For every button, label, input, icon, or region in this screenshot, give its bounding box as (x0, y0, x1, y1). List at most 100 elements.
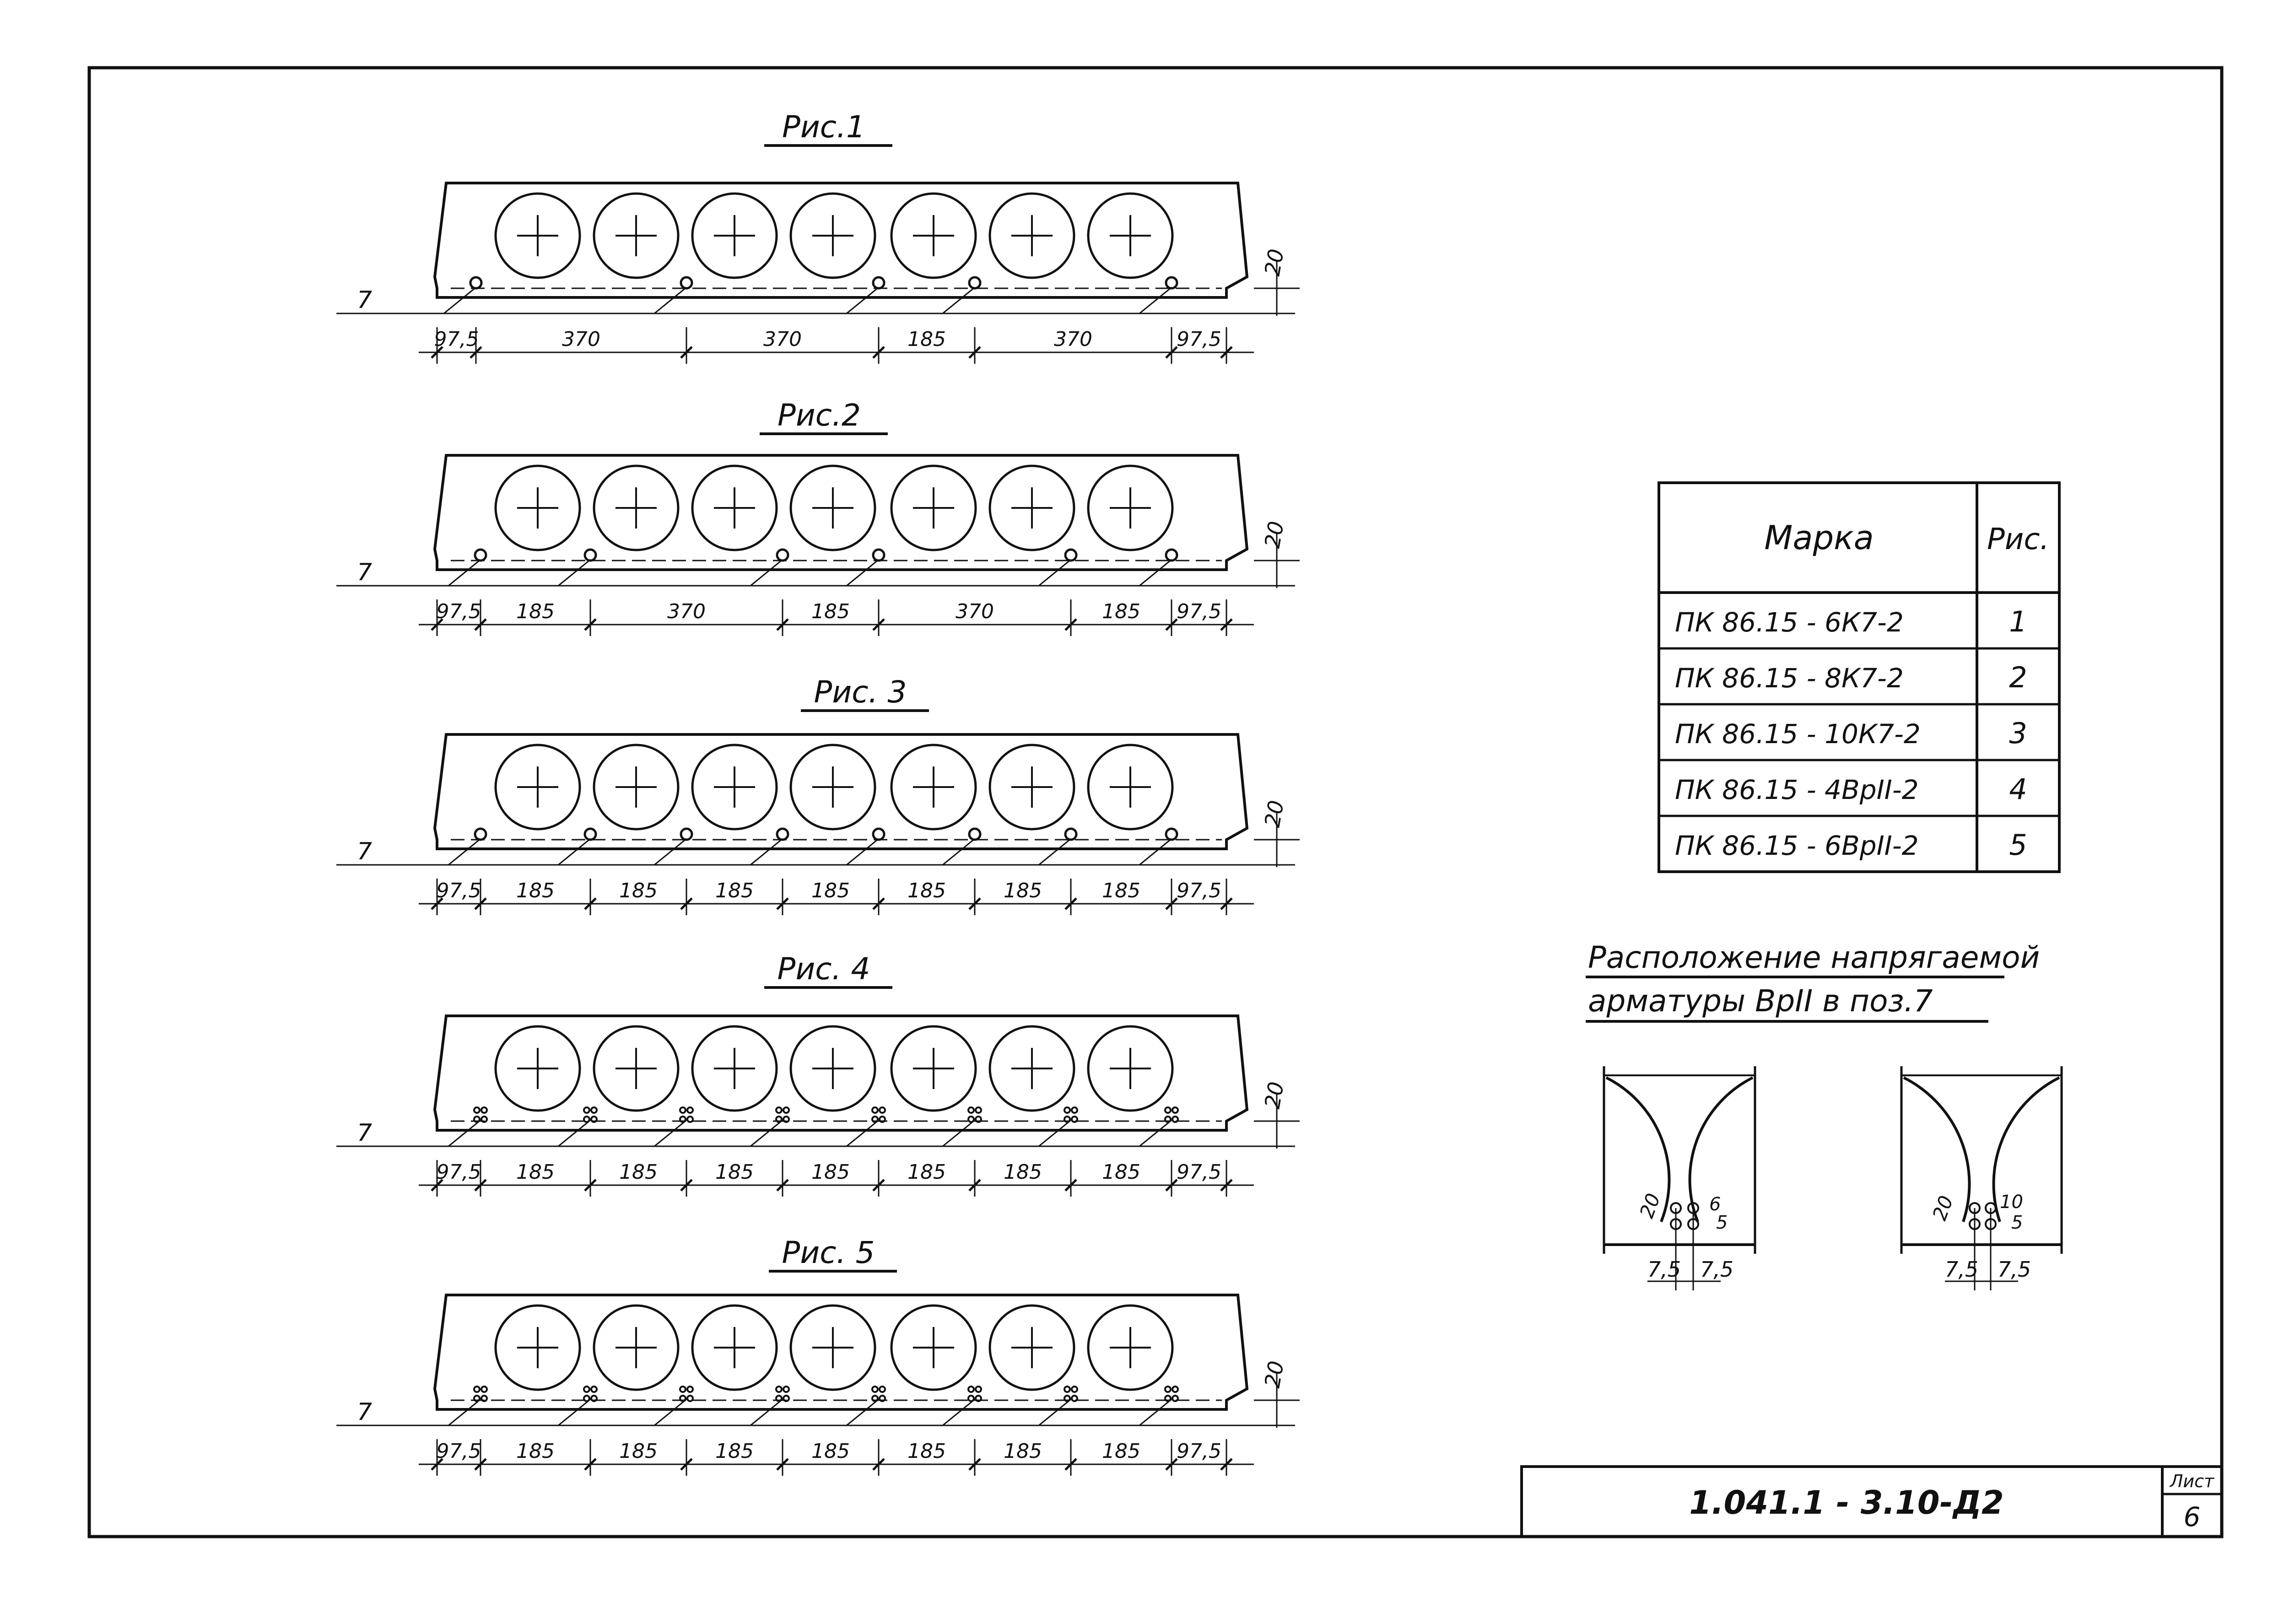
void-circle (789, 464, 876, 551)
table-cell-fig: 5 (2009, 828, 2027, 862)
slab-outline (433, 182, 1249, 299)
position-label: 7 (357, 1398, 372, 1426)
leader-line (846, 286, 879, 314)
dimension-label: 185 (619, 1160, 658, 1184)
rebar-circle (680, 827, 693, 841)
dimension-slash (680, 1458, 693, 1471)
table-cell-mark: ПК 86.15 - 6К7-2 (1675, 607, 1904, 638)
wire-circle (879, 1395, 886, 1402)
wire-circle (975, 1106, 982, 1114)
dimension-slash (1220, 897, 1233, 910)
wire-circle (473, 1386, 481, 1393)
dim-label: 5 (2011, 1212, 2023, 1233)
leader-line (750, 1119, 783, 1147)
dimension-slash (431, 618, 443, 631)
rebar-circle (474, 827, 487, 841)
dimension-label: 97,5 (437, 1440, 481, 1463)
leader-line (846, 1398, 879, 1426)
void-right-arc (1688, 1076, 1754, 1223)
wire-circle (473, 1106, 481, 1114)
dimension-slash (431, 1179, 443, 1192)
wire-circle (967, 1395, 975, 1402)
wire-circle (481, 1386, 488, 1393)
dimension-slash (872, 346, 885, 359)
table-border (1658, 481, 2061, 873)
void-circle (494, 1304, 581, 1391)
dimension-slash (872, 1179, 885, 1192)
wire-circle (679, 1106, 686, 1114)
wire-circle (879, 1116, 886, 1123)
leader-line (558, 1398, 591, 1426)
void-circle (494, 464, 581, 551)
position-label: 7 (357, 559, 372, 586)
table-cell-fig: 1 (2009, 605, 2027, 638)
table-cell-mark: ПК 86.15 - 10К7-2 (1675, 718, 1921, 750)
dimension-label: 370 (956, 600, 994, 623)
mark-table: Марка Рис. ПК 86.15 - 6К7-2 1 ПК 86.15 -… (1658, 481, 2061, 873)
height-dim-label: 20 (1260, 799, 1289, 829)
dimension-slash (776, 1458, 789, 1471)
slab-outline (433, 1014, 1249, 1132)
dimension-label: 97,5 (1177, 600, 1221, 623)
rebar-circle (474, 548, 487, 562)
dimension-slash (584, 897, 597, 910)
dimension-slash (680, 897, 693, 910)
dimension-slash (584, 618, 597, 631)
dimension-slash (968, 897, 981, 910)
dimension-label: 370 (1054, 328, 1092, 351)
dim-label: 10 (2000, 1192, 2023, 1213)
dimension-slash (1165, 897, 1178, 910)
rebar-circle (968, 827, 982, 841)
sheet-label: Лист (2169, 1471, 2215, 1491)
void-circle (988, 744, 1075, 831)
void-circle (593, 192, 680, 279)
leader-line (1139, 838, 1172, 866)
dim-label: 7,5 (1998, 1257, 2031, 1282)
void-circle (789, 1304, 876, 1391)
wire-circle (783, 1395, 790, 1402)
wire-circle (879, 1386, 886, 1393)
void-circle (988, 1304, 1075, 1391)
void-circle (890, 744, 977, 831)
detail-title-line1: Расположение напрягаемой (1588, 940, 2040, 975)
dimension-slash (872, 1458, 885, 1471)
void-circle (890, 192, 977, 279)
dimension-label: 185 (811, 879, 850, 902)
void-circle (691, 1304, 778, 1391)
dimension-label: 185 (1102, 1440, 1140, 1463)
title-block: 1.041.1 - 3.10-Д2 Лист 6 (1520, 1465, 2223, 1538)
wire-circle (1172, 1395, 1179, 1402)
wire-circle (481, 1116, 488, 1123)
void-circle (494, 1025, 581, 1112)
rebar-circle (1165, 827, 1178, 841)
dimension-slash (776, 1179, 789, 1192)
dim-label: 6 (1709, 1194, 1721, 1215)
dimension-label: 97,5 (1177, 328, 1221, 351)
sheet-frame (87, 66, 2224, 1538)
dimension-slash (1220, 1179, 1233, 1192)
dimension-label: 185 (1004, 1440, 1042, 1463)
position-label: 7 (357, 286, 372, 314)
wire-circle (1071, 1116, 1078, 1123)
wire-circle (871, 1106, 879, 1114)
dimension-slash (968, 1179, 981, 1192)
rebar-circle (776, 548, 789, 562)
void-circle (691, 192, 778, 279)
wire-circle (975, 1386, 982, 1393)
void-circle (890, 464, 977, 551)
wire-circle (583, 1106, 590, 1114)
wire-circle (1064, 1116, 1071, 1123)
dimension-slash (776, 618, 789, 631)
slab-outline (433, 454, 1249, 571)
dimension-label: 97,5 (434, 328, 479, 351)
wire-circle (775, 1386, 783, 1393)
wire-circle (967, 1386, 975, 1393)
wire-circle (583, 1386, 590, 1393)
dimension-slash (584, 1179, 597, 1192)
dimension-label: 185 (516, 1160, 555, 1184)
dimension-label: 370 (562, 328, 600, 351)
dimension-label: 97,5 (437, 879, 481, 902)
